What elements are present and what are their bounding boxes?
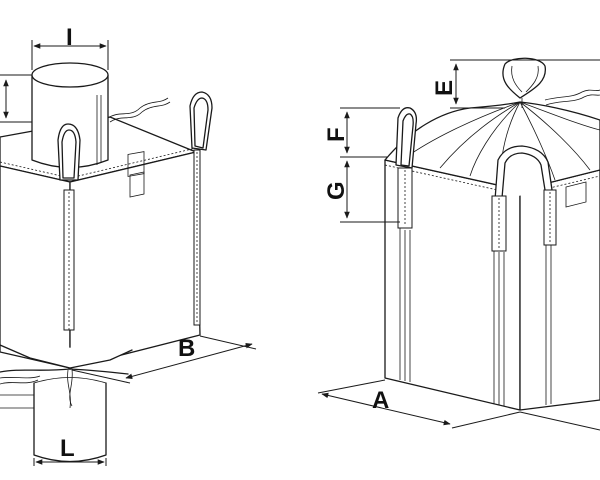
label-F: F xyxy=(323,127,350,142)
dimension-F: F xyxy=(323,107,400,158)
dimension-E: E xyxy=(431,59,600,109)
right-bag-lifting-loop-center xyxy=(494,145,553,201)
right-bag-top-tie xyxy=(502,57,600,108)
left-bag-lifting-loop-front xyxy=(57,123,81,181)
left-bag: I L B xyxy=(0,24,257,466)
dimension-L: L xyxy=(33,435,107,466)
dimension-G: G xyxy=(323,160,400,223)
label-A: A xyxy=(372,387,389,414)
dimension-B: B xyxy=(71,335,257,384)
label-B: B xyxy=(178,335,195,362)
label-I: I xyxy=(66,24,73,51)
right-bag-lifting-loop-left xyxy=(395,107,418,169)
left-bag-filling-spout xyxy=(31,62,171,169)
label-L: L xyxy=(60,435,75,462)
label-E: E xyxy=(431,80,458,96)
right-bag-right-face xyxy=(519,169,600,411)
dimension-A: A xyxy=(317,379,521,429)
left-bag-lifting-loop-right xyxy=(189,91,213,151)
right-bag: E F G A xyxy=(317,57,600,431)
left-bag-front-face xyxy=(0,165,71,369)
dimension-I: I xyxy=(31,24,109,70)
label-G: G xyxy=(323,181,350,200)
